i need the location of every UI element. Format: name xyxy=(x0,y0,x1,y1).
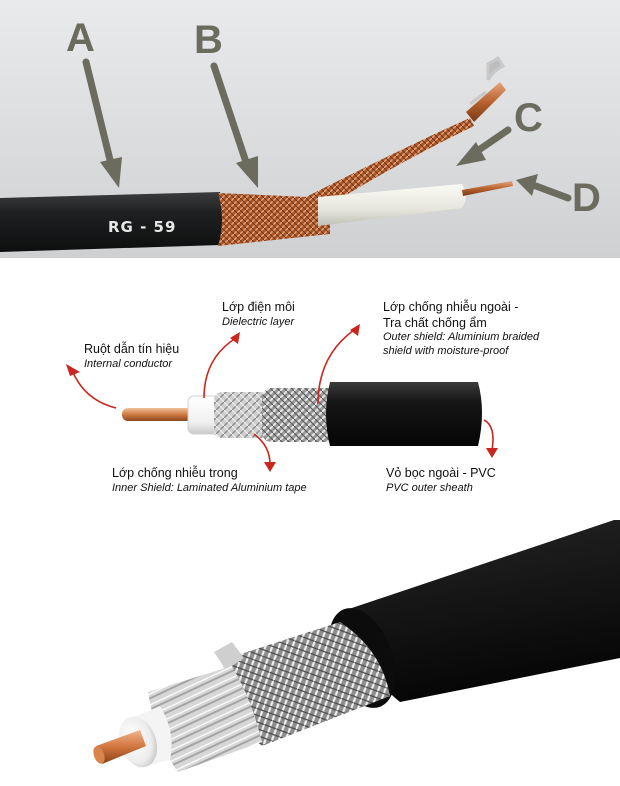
label-outer-shield-en2: shield with moisture-proof xyxy=(383,345,509,357)
foil-3d xyxy=(148,666,262,772)
callout-arrows xyxy=(71,329,494,465)
diagram-jacket xyxy=(326,382,482,446)
layer-diagram-drawing xyxy=(66,324,498,472)
marker-b: B xyxy=(194,18,223,62)
marker-c: C xyxy=(514,96,543,140)
marker-arrows xyxy=(82,58,572,202)
diagram-inner-foil xyxy=(214,392,270,438)
black-jacket xyxy=(0,192,224,252)
cable-3d-drawing xyxy=(93,520,620,772)
center-conductor xyxy=(462,181,513,196)
label-sheath: Vỏ bọc ngoài - PVC PVC outer sheath xyxy=(386,466,496,495)
braid-strand-tip xyxy=(466,82,506,122)
labeled-cable-photo: RG - 59 A B C D xyxy=(0,0,620,258)
braid-3d xyxy=(222,622,390,746)
callout-arrowheads xyxy=(66,324,498,472)
label-sheath-en: PVC outer sheath xyxy=(386,481,473,494)
label-outer-shield: Lớp chống nhiễu ngoài - Tra chất chống ẩ… xyxy=(383,300,539,359)
conductor-3d xyxy=(96,730,146,764)
label-dielectric-vi: Lớp điện môi xyxy=(222,300,295,314)
label-inner-shield-vi: Lớp chống nhiễu trong xyxy=(112,466,238,480)
cable-3d-photo xyxy=(0,520,620,786)
dielectric-insulator xyxy=(318,184,466,226)
diagram-braid xyxy=(262,388,340,442)
jacket-3d xyxy=(340,520,620,702)
label-outer-shield-vi2: Tra chất chống ẩm xyxy=(383,315,487,330)
braid-frayed-end xyxy=(214,642,244,670)
cable-print-text: RG - 59 xyxy=(108,218,176,236)
marker-a: A xyxy=(66,16,95,60)
label-inner-shield-en: Inner Shield: Laminated Aluminium tape xyxy=(112,481,307,494)
copper-braid xyxy=(218,193,330,246)
label-internal-conductor-en: Internal conductor xyxy=(84,357,173,370)
conductor-tip xyxy=(93,746,105,764)
twisted-braid-strand xyxy=(300,118,474,210)
label-outer-shield-vi1: Lớp chống nhiễu ngoài - xyxy=(383,300,519,314)
label-outer-shield-en1: Outer shield: Aluminium braided xyxy=(383,331,540,344)
marker-d: D xyxy=(572,176,601,220)
label-internal-conductor-vi: Ruột dẫn tín hiệu xyxy=(84,342,180,356)
label-inner-shield: Lớp chống nhiễu trong Inner Shield: Lami… xyxy=(112,466,307,495)
cable-photo-drawing: RG - 59 xyxy=(0,55,572,252)
label-internal-conductor: Ruột dẫn tín hiệu Internal conductor xyxy=(84,342,179,371)
foil-tip xyxy=(469,55,506,106)
diagram-conductor xyxy=(122,408,194,421)
layer-diagram: Ruột dẫn tín hiệu Internal conductor Lớp… xyxy=(0,258,620,520)
label-dielectric-en: Dielectric layer xyxy=(222,315,295,328)
label-dielectric: Lớp điện môi Dielectric layer xyxy=(222,300,295,329)
label-sheath-vi: Vỏ bọc ngoài - PVC xyxy=(386,466,496,480)
